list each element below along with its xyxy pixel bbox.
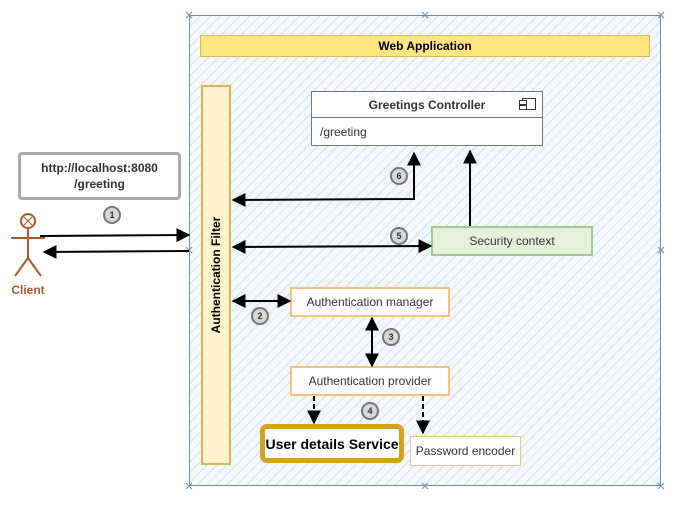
authentication-provider-box: Authentication provider — [290, 366, 450, 396]
web-application-title: Web Application — [200, 35, 650, 57]
response-arrow — [42, 244, 190, 259]
greetings-controller-title: Greetings Controller — [312, 92, 542, 118]
client-request-note: http://localhost:8080 /greeting — [18, 152, 181, 200]
client-label: Client — [11, 283, 45, 297]
user-details-service-box: User details Service — [260, 424, 404, 463]
step6-arrow — [231, 151, 421, 207]
container-corner-handles — [185, 11, 665, 490]
step-6-badge: 6 — [390, 167, 408, 185]
step-3-badge: 3 — [382, 328, 400, 346]
step5-arrow — [231, 239, 433, 254]
request-arrow — [39, 228, 191, 243]
step-2-badge: 2 — [251, 307, 269, 325]
request-url-line2: /greeting — [74, 177, 125, 191]
step-4-badge: 4 — [361, 402, 379, 420]
request-url-line1: http://localhost:8080 — [41, 161, 158, 175]
component-icon — [519, 98, 536, 110]
greetings-controller-route: /greeting — [320, 125, 367, 139]
authentication-filter: Authentication Filter — [201, 85, 231, 465]
step-1-badge: 1 — [103, 206, 121, 224]
step-5-badge: 5 — [390, 227, 408, 245]
client-stick-figure — [11, 213, 45, 277]
password-encoder-box: Password encoder — [410, 436, 521, 466]
greetings-controller: Greetings Controller /greeting — [311, 91, 543, 146]
